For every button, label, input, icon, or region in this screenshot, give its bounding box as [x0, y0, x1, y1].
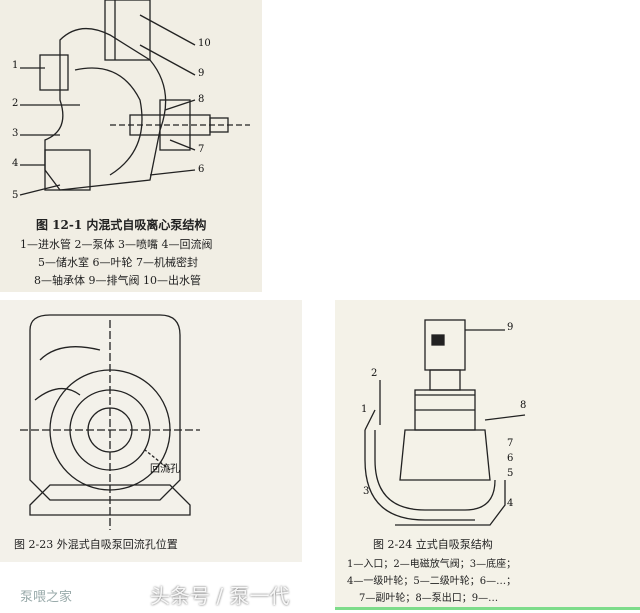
legend-line: 4—一级叶轮；5—二级叶轮；6—…；: [347, 576, 517, 587]
watermark-secondary: 泵喂之家: [20, 590, 73, 605]
label-6: 6: [198, 164, 205, 175]
label-10: 10: [198, 38, 211, 49]
label-5: 5: [507, 468, 514, 479]
legend-line: 5—储水室 6—叶轮 7—机械密封: [38, 256, 198, 269]
figure-title: 图 2-23 外混式自吸泵回流孔位置: [14, 538, 178, 551]
legend-line: 7—副叶轮；8—泵出口；9—…: [359, 593, 499, 604]
label-1: 1: [361, 404, 368, 415]
label-8: 8: [520, 400, 527, 411]
figure-title: 图 12-1 内混式自吸离心泵结构: [36, 218, 207, 232]
label-6: 6: [507, 453, 514, 464]
pump-drawing-external-mix: [20, 314, 200, 530]
pump-drawing-internal-mix: [19, 0, 250, 196]
legend-line: 1—入口；2—电磁放气阀；3—底座；: [347, 559, 517, 570]
watermark: 头条号 / 泵一代: [150, 584, 290, 608]
legend-line: 8—轴承体 9—排气阀 10—出水管: [34, 274, 201, 287]
label-3: 3: [12, 128, 19, 139]
label-3: 3: [363, 486, 370, 497]
label-7: 7: [198, 144, 205, 155]
label-2: 2: [371, 368, 378, 379]
callout-return-hole: 回流孔: [150, 464, 180, 475]
label-4: 4: [507, 498, 514, 509]
label-9: 9: [198, 68, 205, 79]
figure-12-1: 1 2 3 4 5 6 7 8 9 10 图 12-1 内混式自吸离心泵结构 1…: [0, 0, 262, 292]
figure-2-23: 回流孔 图 2-23 外混式自吸泵回流孔位置: [0, 300, 302, 562]
label-4: 4: [12, 158, 19, 169]
figure-title: 图 2-24 立式自吸泵结构: [373, 538, 493, 551]
label-8: 8: [198, 94, 205, 105]
legend-line: 1—进水管 2—泵体 3—喷嘴 4—回流阀: [20, 238, 213, 251]
pump-drawing-vertical: [364, 319, 526, 526]
label-5: 5: [12, 190, 19, 201]
label-7: 7: [507, 438, 514, 449]
label-1: 1: [12, 60, 19, 71]
label-2: 2: [12, 98, 19, 109]
label-9: 9: [507, 322, 514, 333]
figure-2-24: 9 2 1 8 7 6 5 4 3 图 2-24 立式自吸泵结构 1—入口；2—…: [335, 300, 640, 610]
